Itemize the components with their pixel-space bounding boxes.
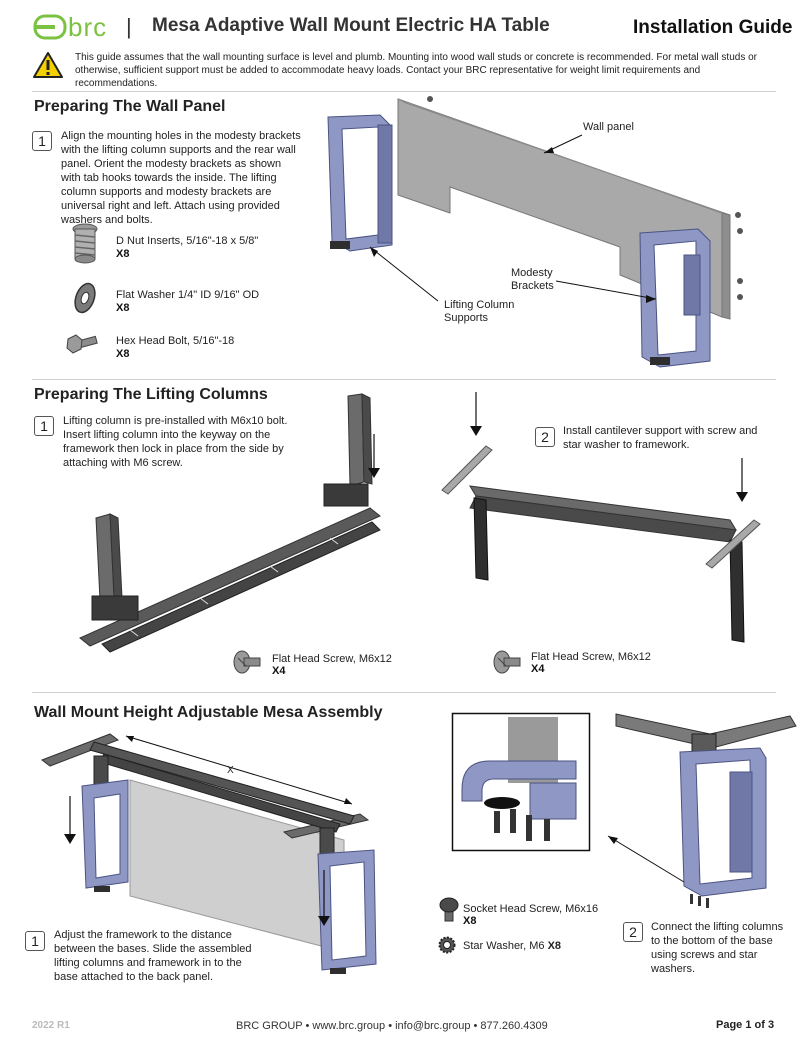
part-quantity: X8 — [116, 248, 130, 260]
part-name: Flat Head Screw, M6x12 — [272, 653, 392, 665]
step-number: 1 — [25, 931, 45, 951]
cantilever-support-illustration — [441, 392, 761, 643]
flat-washer-icon — [74, 282, 96, 314]
part-quantity: X4 — [272, 665, 286, 677]
star-washer-icon — [438, 936, 456, 954]
divider — [32, 379, 776, 380]
logo-mark-icon — [33, 14, 67, 40]
revision-label: 2022 R1 — [32, 1020, 70, 1031]
step-number: 1 — [34, 416, 54, 436]
step-instructions: Connect the lifting columns to the botto… — [651, 921, 784, 975]
flat-head-screw-icon — [233, 650, 261, 674]
brc-logo: brc — [33, 12, 116, 42]
warning-text: This guide assumes that the wall mountin… — [75, 52, 757, 89]
socket-head-screw-icon — [439, 897, 459, 922]
step-instructions: Align the mounting holes in the modesty … — [61, 130, 301, 226]
step-number: 2 — [623, 922, 643, 942]
detail-inset-illustration — [451, 712, 591, 852]
document-title: Mesa Adaptive Wall Mount Electric HA Tab… — [152, 15, 550, 36]
step-instructions: Lifting column is pre-installed with M6x… — [63, 415, 288, 469]
part-name: Star Washer, M6 — [463, 940, 545, 952]
mesa-assembly-illustration — [40, 733, 377, 974]
base-connection-illustration — [607, 713, 797, 908]
step-number: 2 — [535, 427, 555, 447]
part-quantity: X8 — [463, 915, 477, 927]
callout-modesty-line1: Modesty — [511, 267, 553, 279]
step-instructions: Install cantilever support with screw an… — [563, 425, 758, 451]
page-number: Page 1 of 3 — [716, 1019, 775, 1031]
part-quantity: X4 — [531, 663, 545, 675]
part-name: Flat Washer 1/4" ID 9/16" OD — [116, 289, 260, 301]
section-title-lifting-columns: Preparing The Lifting Columns — [34, 386, 268, 403]
part-quantity: X8 — [116, 302, 130, 314]
left-modesty-bracket — [327, 114, 393, 252]
step-number: 1 — [32, 131, 52, 151]
part-quantity: X8 — [547, 940, 562, 952]
divider — [32, 692, 776, 693]
callout-lifting-line1: Lifting Column — [444, 299, 515, 311]
divider — [32, 91, 776, 92]
contact-info: BRC GROUP • www.brc.group • info@brc.gro… — [236, 1020, 548, 1032]
right-modesty-bracket — [639, 228, 711, 368]
lifting-column-frame-illustration — [79, 393, 381, 653]
wall-panel-illustration — [327, 96, 743, 368]
step-instructions: Adjust the framework to the distance bet… — [54, 929, 252, 983]
callout-wall-panel: Wall panel — [583, 121, 634, 133]
part-name: D Nut Inserts, 5/16"-18 x 5/8" — [116, 235, 259, 247]
dimension-label: X — [227, 765, 234, 776]
header-separator: | — [126, 14, 132, 39]
flat-head-screw-icon — [493, 650, 521, 674]
d-nut-insert-icon — [72, 223, 98, 264]
part-name: Flat Head Screw, M6x12 — [531, 651, 651, 663]
callout-lifting-line2: Supports — [444, 312, 489, 324]
callout-modesty-line2: Brackets — [511, 280, 554, 292]
part-name: Socket Head Screw, M6x16 — [463, 903, 599, 915]
section-title-wall-panel: Preparing The Wall Panel — [34, 98, 226, 115]
guide-label: Installation Guide — [633, 17, 793, 38]
section-title-mesa-assembly: Wall Mount Height Adjustable Mesa Assemb… — [34, 704, 383, 721]
part-name: Hex Head Bolt, 5/16"-18 — [116, 335, 235, 347]
hex-head-bolt-icon — [66, 334, 98, 354]
logo-text: brc — [68, 12, 108, 42]
warning-triangle-icon — [33, 52, 63, 78]
part-quantity: X8 — [116, 348, 130, 360]
